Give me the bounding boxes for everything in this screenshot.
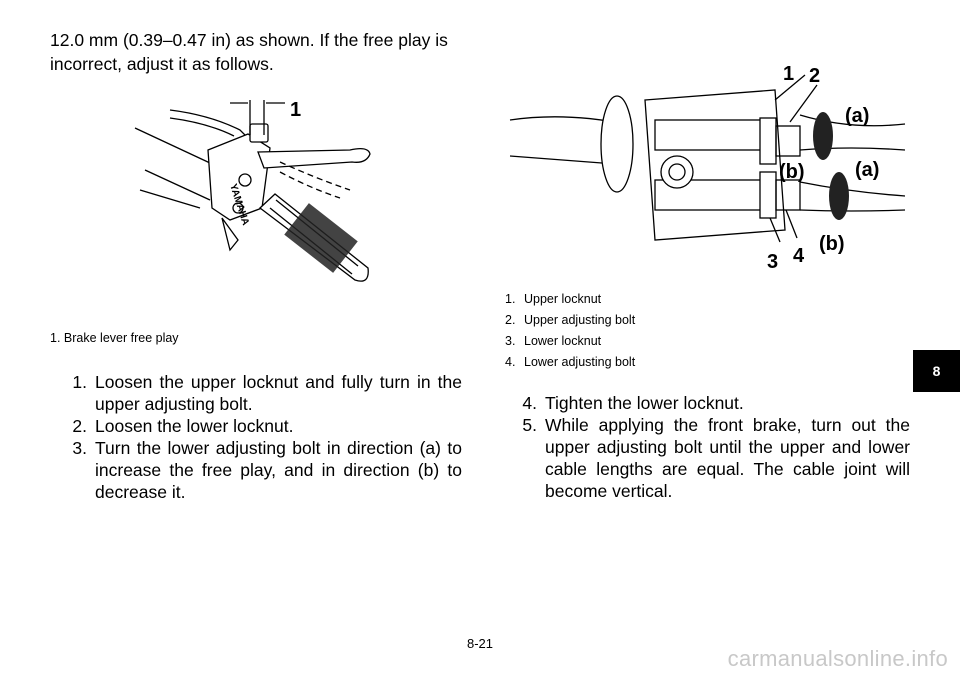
callout-1: 1 [290, 99, 301, 121]
direction-b-upper: (b) [779, 161, 805, 183]
callout-lower-adjusting-bolt: 4 [793, 245, 805, 267]
direction-a-lower: (a) [855, 159, 879, 181]
direction-a-upper: (a) [845, 105, 869, 127]
page-number: 8-21 [466, 636, 494, 651]
intro-paragraph: 12.0 mm (0.39–0.47 in) as shown. If the … [50, 30, 448, 74]
step-item: 5.While applying the front brake, turn o… [522, 415, 910, 501]
step-item: 2.Loosen the lower locknut. [72, 416, 294, 436]
section-tab: 8 [913, 350, 960, 392]
step-item: 3.Turn the lower adjusting bolt in direc… [72, 438, 462, 502]
brake-lever-illustration: YAMAHA 1 [134, 99, 371, 282]
caption-item: 1.Upper locknut [505, 292, 602, 306]
steps-right: 4.Tighten the lower locknut. 5.While app… [500, 392, 910, 502]
figure1-caption: 1. Brake lever free play [50, 331, 179, 345]
direction-b-lower: (b) [819, 233, 845, 255]
step-item: 4.Tighten the lower locknut. [522, 393, 744, 413]
caption-item: 3.Lower locknut [505, 334, 602, 348]
step-item: 1.Loosen the upper locknut and fully tur… [72, 372, 462, 414]
caption-item: 2.Upper adjusting bolt [505, 313, 636, 327]
steps-left: 1.Loosen the upper locknut and fully tur… [50, 371, 462, 503]
callout-upper-adjusting-bolt: 2 [809, 65, 820, 87]
caption-number: 1. [50, 331, 61, 345]
figure2-captions: 1.Upper locknut 2.Upper adjusting bolt 3… [505, 289, 635, 373]
adjusting-bolts-illustration: 1 2 3 4 (a) (b) (a) (b) [509, 63, 906, 273]
callout-upper-locknut: 1 [783, 63, 794, 85]
caption-text: Brake lever free play [63, 331, 179, 345]
watermark: carmanualsonline.info [727, 646, 948, 671]
callout-lower-locknut: 3 [767, 251, 778, 273]
caption-item: 4.Lower adjusting bolt [505, 355, 636, 369]
